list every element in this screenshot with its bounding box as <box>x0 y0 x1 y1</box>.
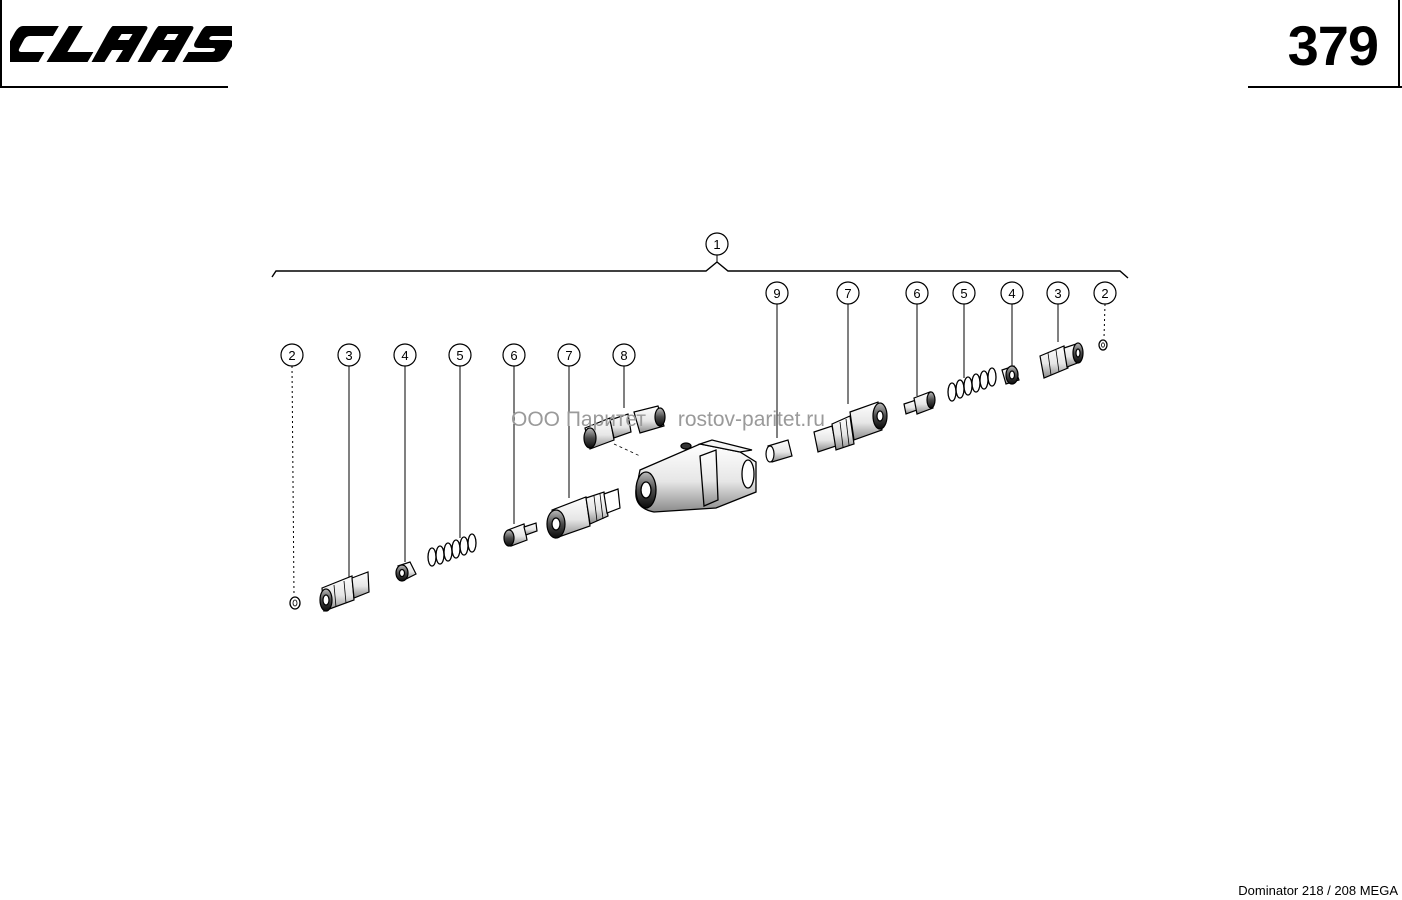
svg-text:9: 9 <box>773 286 780 301</box>
part-valve-washer-left <box>395 561 417 582</box>
part-plug <box>765 439 793 463</box>
svg-text:8: 8 <box>620 348 627 363</box>
model-name: Dominator 218 / 208 MEGA <box>1238 883 1398 898</box>
svg-text:3: 3 <box>1054 286 1061 301</box>
part-spring-left <box>427 533 477 567</box>
part-valve-piston-right <box>903 391 936 415</box>
callout-left-3: 3 <box>337 343 361 578</box>
svg-text:4: 4 <box>1008 286 1015 301</box>
part-union-fitting-left <box>319 571 370 612</box>
callout-right-9: 9 <box>765 281 789 438</box>
callout-left-2: 2 <box>280 343 304 597</box>
part-valve-body-left <box>546 488 621 539</box>
callout-left-5: 5 <box>448 343 472 538</box>
svg-text:5: 5 <box>960 286 967 301</box>
part-valve-washer-right <box>1001 365 1020 385</box>
page-number-underline <box>1248 86 1402 88</box>
assembly-brace <box>271 261 1129 279</box>
svg-text:2: 2 <box>288 348 295 363</box>
logo-underline <box>0 86 228 88</box>
part-elbow-fitting <box>583 405 666 457</box>
part-o-ring-left <box>289 596 301 610</box>
callout-left-6: 6 <box>502 343 526 524</box>
svg-text:7: 7 <box>844 286 851 301</box>
svg-text:7: 7 <box>565 348 572 363</box>
svg-text:4: 4 <box>401 348 408 363</box>
callout-left-4: 4 <box>393 343 417 562</box>
page-number: 379 <box>1287 14 1379 77</box>
part-union-fitting-right <box>1039 342 1084 379</box>
callout-right-5: 5 <box>952 281 976 378</box>
watermark: ООО Паритет rostov-paritet.ru <box>511 408 825 432</box>
callout-left-7: 7 <box>557 343 581 498</box>
logo-frame-left <box>0 0 2 88</box>
part-valve-piston-left <box>503 522 538 547</box>
callout-left-8: 8 <box>612 343 636 408</box>
callout-right-3: 3 <box>1046 281 1070 342</box>
svg-text:6: 6 <box>510 348 517 363</box>
part-spring-right <box>947 367 997 402</box>
part-valve-body-right <box>813 401 888 453</box>
svg-text:1: 1 <box>713 237 720 252</box>
svg-text:6: 6 <box>913 286 920 301</box>
callout-right-2: 2 <box>1093 281 1117 339</box>
svg-text:2: 2 <box>1101 286 1108 301</box>
callout-right-4: 4 <box>1000 281 1024 366</box>
callout-right-7: 7 <box>836 281 860 404</box>
claas-logo <box>10 26 232 62</box>
svg-text:5: 5 <box>456 348 463 363</box>
part-valve-block <box>635 439 757 513</box>
watermark-company: ООО Паритет <box>511 408 647 431</box>
svg-text:3: 3 <box>345 348 352 363</box>
page-number-frame <box>1398 0 1400 88</box>
callout-assembly: 1 <box>705 232 729 262</box>
part-o-ring-right <box>1098 339 1108 351</box>
watermark-site: rostov-paritet.ru <box>677 408 825 431</box>
callout-right-6: 6 <box>905 281 929 396</box>
